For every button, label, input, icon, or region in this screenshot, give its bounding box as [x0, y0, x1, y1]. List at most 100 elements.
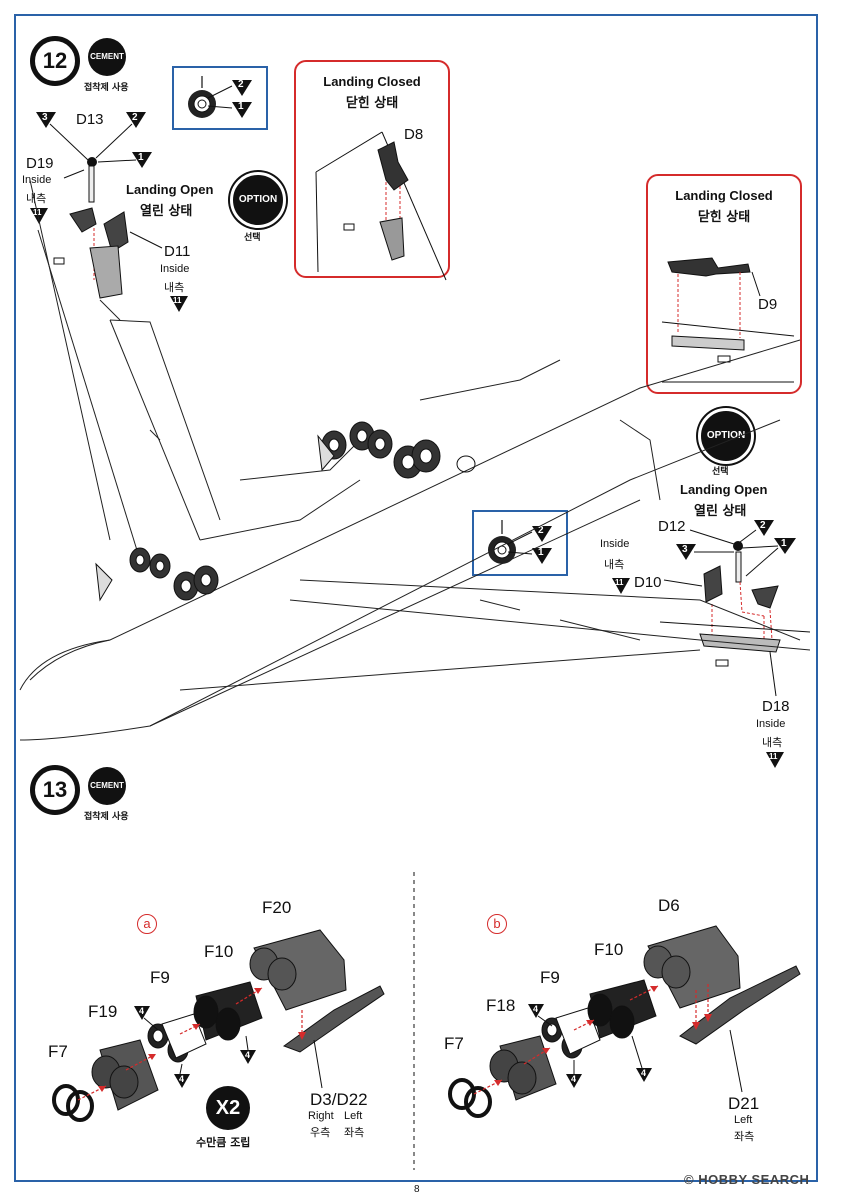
part-d3-d22-label: D3/D22 [310, 1090, 368, 1109]
part-d8-label: D8 [404, 126, 424, 143]
part-f18-label: F18 [486, 996, 516, 1015]
watermark: © HOBBY SEARCH [684, 1172, 810, 1187]
option-kor-right: 선택 [712, 467, 729, 477]
tri-2-label: 2 [238, 79, 244, 90]
step-13-number: 13 [30, 765, 80, 815]
triangle-3-marker [36, 112, 56, 128]
triangle-11-marker [766, 752, 784, 768]
tri-2-text: 2 [760, 520, 766, 531]
d19-kor-label: 내측 [26, 192, 47, 205]
page-number: 8 [414, 1184, 420, 1195]
triangle-2-marker [754, 520, 774, 536]
tri-4-text: 4 [571, 1074, 577, 1084]
tri-3-text: 3 [682, 544, 688, 555]
d10-kor-label: 내측 [604, 558, 625, 571]
triangle-1-marker [774, 538, 796, 554]
wheel-left-diagram [188, 76, 252, 118]
triangle-4-marker [528, 1004, 544, 1018]
part-d13-label: D13 [76, 111, 104, 128]
page-frame [14, 14, 818, 1182]
landing-closed-kor: 닫힌 상태 [697, 210, 751, 225]
option-badge-right: OPTION [698, 408, 754, 464]
assembly-b-marker: b [487, 914, 507, 934]
x2-kor-label: 수만큼 조립 [196, 1136, 251, 1149]
triangle-11-marker [612, 578, 630, 594]
part-d9-label: D9 [758, 296, 778, 313]
part-f7-label: F7 [444, 1034, 464, 1053]
tri-4-text: 4 [245, 1050, 251, 1060]
option-kor-left: 선택 [244, 233, 261, 243]
part-f9-label: F9 [540, 968, 560, 987]
tri-1-label: 1 [538, 547, 544, 558]
cement-icon: CEMENT [88, 38, 126, 76]
right-kor-label: 우측 [310, 1126, 331, 1139]
triangle-11-marker [170, 296, 188, 312]
part-f20-label: F20 [262, 898, 292, 917]
tri-1-text: 1 [138, 152, 144, 163]
landing-closed-box-right: Landing Closed 닫힌 상태 D9 [646, 174, 802, 394]
wheel-inset-right: 2 1 [472, 510, 568, 576]
part-d11-label: D11 [164, 243, 191, 260]
triangle-3-marker [676, 544, 696, 560]
d18-kor-label: 내측 [762, 736, 783, 749]
landing-closed-title: Landing Closed [675, 188, 773, 203]
tri-2-label: 2 [538, 525, 544, 536]
part-f10-label: F10 [204, 942, 234, 961]
assembly-a-marker: a [137, 914, 157, 934]
landing-open-title-left: Landing Open [126, 182, 214, 197]
d18-inside-label: Inside [756, 718, 786, 730]
tri-1-label: 1 [238, 101, 244, 112]
landing-open-kor-left: 열린 상태 [140, 204, 193, 219]
wheel-inset-left: 2 1 [172, 66, 268, 130]
x2-badge: X2 [206, 1086, 250, 1130]
triangle-4-marker [566, 1074, 582, 1088]
triangle-1-marker [132, 152, 152, 168]
part-d12-label: D12 [658, 518, 686, 535]
triangle-2-marker [126, 112, 146, 128]
tri-11-text: 11 [615, 578, 624, 587]
part-f7-label: F7 [48, 1042, 68, 1061]
triangle-4-marker [134, 1006, 150, 1020]
d19-inside-label: Inside [22, 174, 52, 186]
d11-inside-label: Inside [160, 263, 190, 275]
part-d10-label: D10 [634, 574, 662, 591]
cement-icon: CEMENT [88, 767, 126, 805]
step-12-number: 12 [30, 36, 80, 86]
right-label: Right [308, 1110, 334, 1122]
triangle-4-marker [174, 1074, 190, 1088]
tri-4-text: 4 [533, 1004, 539, 1014]
tri-11-text: 11 [173, 296, 182, 305]
part-d18-label: D18 [762, 698, 790, 715]
tri-1-text: 1 [781, 538, 787, 549]
option-badge-left: OPTION [230, 172, 286, 228]
tri-4-text: 4 [179, 1074, 185, 1084]
left-kor-label: 좌측 [734, 1130, 755, 1143]
landing-closed-box-left: Landing Closed 닫힌 상태 D8 [294, 60, 450, 281]
triangle-4-marker [240, 1050, 256, 1064]
left-label: Left [344, 1110, 363, 1122]
triangle-11-marker [30, 208, 48, 224]
landing-closed-kor: 닫힌 상태 [345, 96, 399, 111]
landing-closed-title: Landing Closed [323, 74, 421, 89]
landing-open-kor-right: 열린 상태 [694, 504, 747, 519]
part-f9-label: F9 [150, 968, 170, 987]
tri-11-text: 11 [769, 752, 778, 761]
triangle-4-marker [636, 1068, 652, 1082]
tri-4-text: 4 [139, 1006, 145, 1016]
d11-kor-label: 내측 [164, 281, 185, 294]
cement-label: 접착제 사용 [84, 83, 129, 93]
closed-left-diagram [315, 131, 447, 281]
part-f19-label: F19 [88, 1002, 118, 1021]
part-d19-label: D19 [26, 155, 54, 172]
landing-open-title-right: Landing Open [680, 482, 768, 497]
closed-right-diagram [661, 257, 795, 383]
left-kor-label: 좌측 [344, 1126, 365, 1139]
wheel-right-diagram [488, 520, 552, 564]
tri-2-text: 2 [132, 112, 138, 123]
cement-label: 접착제 사용 [84, 812, 129, 822]
